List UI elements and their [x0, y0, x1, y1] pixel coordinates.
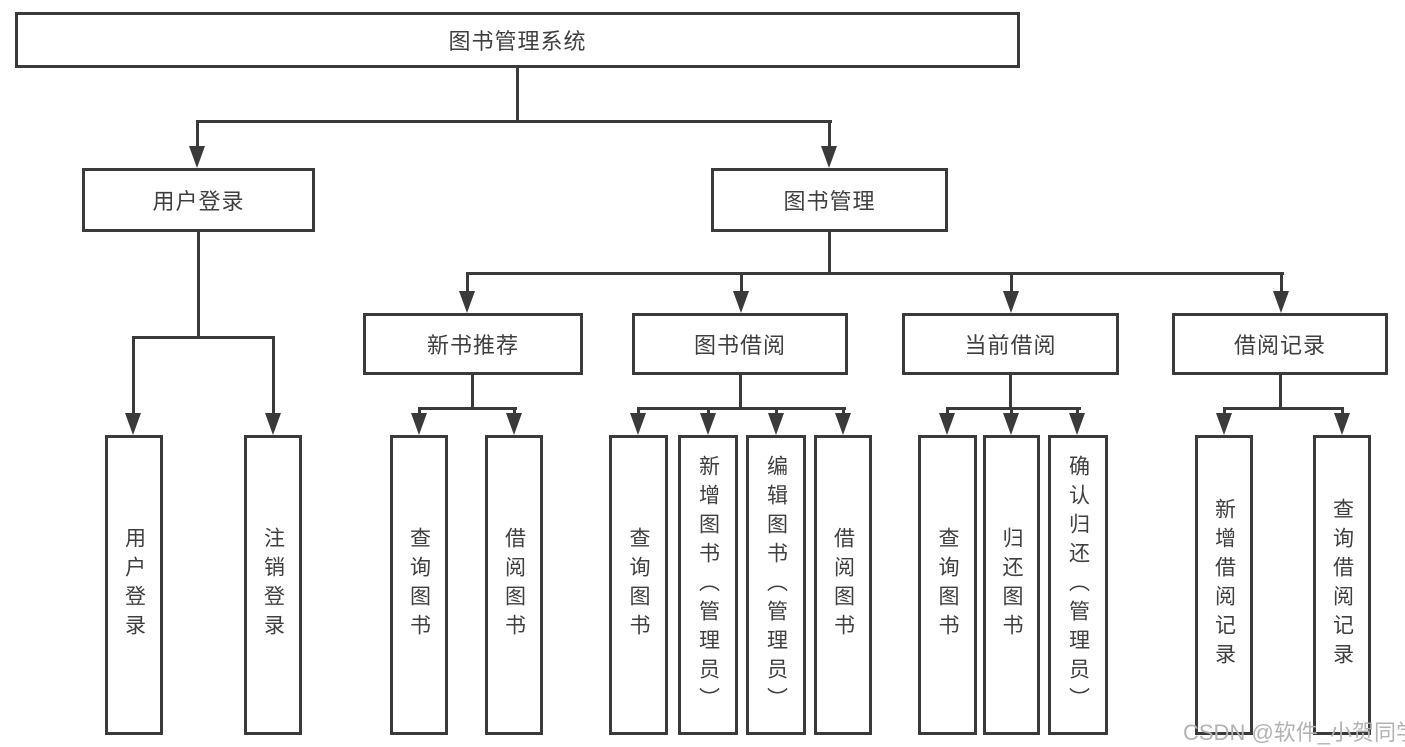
leaf-add-books-admin: 新增图书（管理员） — [678, 435, 738, 735]
leaf-borrow-books: 借阅图书 — [485, 435, 543, 735]
leaf-label: 确认归还（管理员） — [1066, 454, 1090, 716]
connector-section-stub — [471, 375, 474, 410]
arrow-down-icon — [768, 413, 784, 435]
leaf-query-books: 查询图书 — [390, 435, 448, 735]
leaf-add-borrow-record: 新增借阅记录 — [1195, 435, 1253, 735]
node-root-library-management-system: 图书管理系统 — [15, 12, 1020, 68]
connector-section-splitter — [418, 407, 517, 410]
leaf-confirm-return-admin: 确认归还（管理员） — [1048, 435, 1108, 735]
arrow-down-icon — [939, 413, 955, 435]
leaf-query-books: 查询图书 — [609, 435, 668, 735]
connector-section-stub — [739, 375, 742, 410]
csdn-watermark: CSDN @软件_小贺同学 — [1183, 720, 1405, 745]
leaf-query-books: 查询图书 — [918, 435, 977, 735]
leaf-label: 注销登录 — [261, 527, 285, 643]
connector-drop-book-borrow — [740, 272, 743, 294]
node-current-borrow: 当前借阅 — [902, 313, 1119, 375]
connector-level3-splitter — [466, 272, 1284, 275]
arrow-down-icon — [189, 146, 205, 168]
node-label: 图书管理 — [783, 189, 876, 214]
node-label: 图书管理系统 — [448, 29, 587, 54]
connector-section-splitter — [637, 407, 846, 410]
node-label: 图书借阅 — [693, 333, 786, 358]
node-book-management: 图书管理 — [711, 168, 948, 232]
connector-book-management-stub — [828, 232, 831, 275]
connector-drop-leaf — [132, 336, 135, 413]
leaf-logout: 注销登录 — [244, 435, 302, 735]
leaf-query-borrow-record: 查询借阅记录 — [1313, 435, 1371, 735]
connector-level2-splitter — [196, 120, 832, 123]
arrow-down-icon — [265, 413, 281, 435]
connector-section-stub — [1279, 375, 1282, 410]
connector-user-login-splitter — [132, 336, 275, 339]
arrow-down-icon — [1003, 291, 1019, 313]
connector-drop-user-login — [196, 120, 199, 148]
leaf-label: 查询图书 — [627, 527, 650, 643]
arrow-down-icon — [459, 291, 475, 313]
leaf-label: 查询图书 — [936, 527, 959, 643]
connector-section-stub — [1009, 375, 1012, 410]
connector-user-login-stub — [197, 232, 200, 339]
node-label: 当前借阅 — [964, 333, 1057, 358]
arrow-down-icon — [1069, 413, 1085, 435]
node-borrow-record: 借阅记录 — [1172, 313, 1388, 375]
leaf-edit-books-admin: 编辑图书（管理员） — [746, 435, 806, 735]
connector-section-splitter — [946, 407, 1081, 410]
leaf-label: 用户登录 — [122, 527, 146, 643]
leaf-label: 查询借阅记录 — [1330, 498, 1354, 672]
connector-drop-current-borrow — [1010, 272, 1013, 294]
node-label: 用户登录 — [152, 189, 245, 214]
arrow-down-icon — [1216, 413, 1232, 435]
leaf-label: 编辑图书（管理员） — [764, 454, 788, 716]
leaf-user-login: 用户登录 — [105, 435, 163, 735]
connector-drop-new-book — [466, 272, 469, 294]
arrow-down-icon — [1273, 291, 1289, 313]
node-new-book-recommend: 新书推荐 — [363, 313, 583, 375]
connector-drop-book-management — [828, 120, 831, 148]
node-label: 借阅记录 — [1233, 333, 1326, 358]
node-label: 新书推荐 — [426, 333, 519, 358]
leaf-label: 借阅图书 — [502, 527, 526, 643]
arrow-down-icon — [125, 413, 141, 435]
arrow-down-icon — [411, 413, 427, 435]
connector-drop-borrow-record — [1280, 272, 1283, 294]
leaf-return-books: 归还图书 — [983, 435, 1040, 735]
arrow-down-icon — [733, 291, 749, 313]
arrow-down-icon — [821, 146, 837, 168]
arrow-down-icon — [700, 413, 716, 435]
connector-section-splitter — [1223, 407, 1344, 410]
leaf-label: 归还图书 — [1000, 527, 1023, 643]
leaf-label: 新增图书（管理员） — [696, 454, 720, 716]
leaf-label: 查询图书 — [407, 527, 431, 643]
connector-drop-leaf — [272, 336, 275, 413]
leaf-label: 新增借阅记录 — [1212, 498, 1236, 672]
arrow-down-icon — [506, 413, 522, 435]
arrow-down-icon — [1334, 413, 1350, 435]
node-book-borrow: 图书借阅 — [632, 313, 848, 375]
connector-root-stub — [516, 68, 519, 122]
leaf-label: 借阅图书 — [831, 527, 855, 643]
arrow-down-icon — [630, 413, 646, 435]
node-user-login: 用户登录 — [82, 168, 315, 232]
arrow-down-icon — [1003, 413, 1019, 435]
leaf-borrow-books: 借阅图书 — [814, 435, 872, 735]
arrow-down-icon — [835, 413, 851, 435]
